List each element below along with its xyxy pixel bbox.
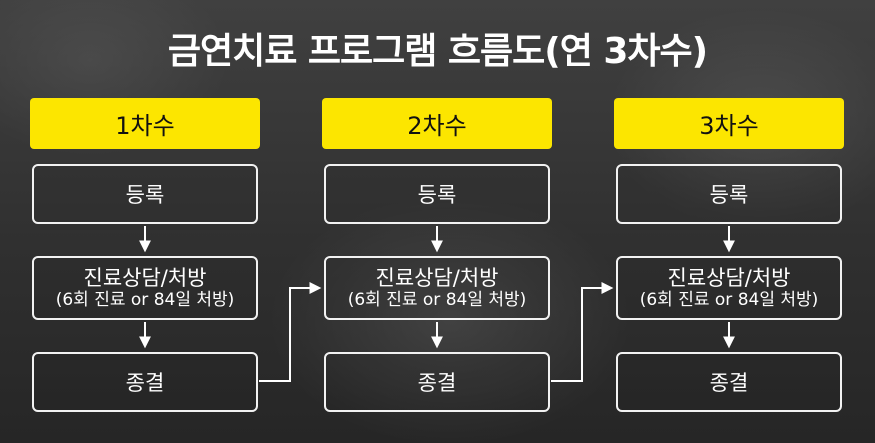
round-1-consult-detail: (6회 진료 or 84일 처방)	[55, 290, 235, 310]
round-3-consult-label: 진료상담/처방	[667, 266, 791, 290]
round-1-consult-box: 진료상담/처방 (6회 진료 or 84일 처방)	[32, 256, 258, 320]
round-2-consult-detail: (6회 진료 or 84일 처방)	[347, 290, 527, 310]
page-title: 금연치료 프로그램 흐름도(연 3차수)	[167, 31, 708, 72]
round-2-consult-label: 진료상담/처방	[375, 266, 499, 290]
round-1-consult-label: 진료상담/처방	[83, 266, 207, 290]
round-2-column: 2차수 등록 진료상담/처방 (6회 진료 or 84일 처방) 종결	[322, 98, 552, 412]
round-2-register-label: 등록	[417, 183, 457, 207]
round-3-register-label: 등록	[709, 183, 749, 207]
round-3-consult-box: 진료상담/처방 (6회 진료 or 84일 처방)	[616, 256, 842, 320]
round-3-consult-detail: (6회 진료 or 84일 처방)	[639, 290, 819, 310]
round-3-end-label: 종결	[709, 371, 749, 395]
round-2-end-box: 종결	[324, 352, 550, 412]
round-2-header: 2차수	[322, 98, 552, 149]
round-2-consult-box: 진료상담/처방 (6회 진료 or 84일 처방)	[324, 256, 550, 320]
round-1-end-label: 종결	[125, 371, 165, 395]
round-1-register-box: 등록	[32, 164, 258, 224]
round-2-register-box: 등록	[324, 164, 550, 224]
round-1-header: 1차수	[30, 98, 260, 149]
round-1-register-label: 등록	[125, 183, 165, 207]
round-3-column: 3차수 등록 진료상담/처방 (6회 진료 or 84일 처방) 종결	[614, 98, 844, 412]
round-1-column: 1차수 등록 진료상담/처방 (6회 진료 or 84일 처방) 종결	[30, 98, 260, 412]
round-3-header: 3차수	[614, 98, 844, 149]
round-1-end-box: 종결	[32, 352, 258, 412]
round-1-to-round-2-connector	[259, 282, 322, 382]
round-2-to-round-3-connector	[551, 282, 614, 382]
round-3-register-box: 등록	[616, 164, 842, 224]
round-3-end-box: 종결	[616, 352, 842, 412]
round-2-end-label: 종결	[417, 371, 457, 395]
